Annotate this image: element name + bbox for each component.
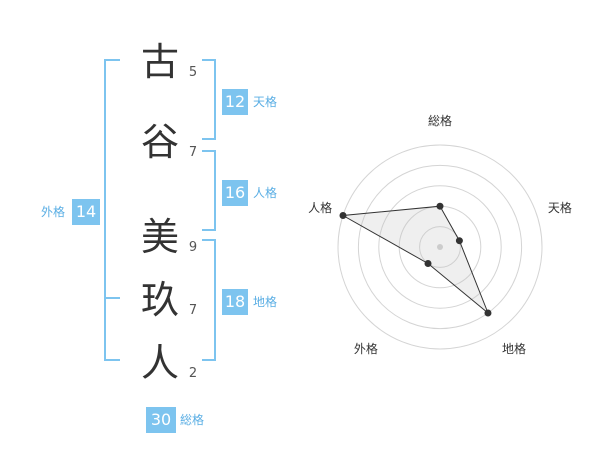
radar-axis-label-1: 総格 bbox=[428, 113, 452, 128]
radar-point-3 bbox=[484, 309, 492, 317]
jinkaku-bracket bbox=[202, 150, 216, 231]
gaikaku-bracket-tick bbox=[104, 297, 120, 299]
name-char-4: 玖 bbox=[140, 278, 179, 322]
soukaku-value-badge: 30 bbox=[146, 407, 176, 433]
tenkaku-value-badge: 12 bbox=[222, 89, 248, 115]
stroke-count-3: 9 bbox=[188, 240, 198, 255]
name-char-2: 谷 bbox=[140, 120, 179, 164]
gaikaku-label: 外格 bbox=[41, 205, 66, 219]
chikaku-bracket bbox=[202, 239, 216, 361]
radar-axis-label-5: 人格 bbox=[308, 200, 332, 215]
name-char-1: 古 bbox=[140, 40, 179, 84]
radar-point-1 bbox=[436, 202, 444, 210]
name-char-5: 人 bbox=[140, 341, 179, 385]
jinkaku-label: 人格 bbox=[253, 186, 278, 200]
jinkaku-value-badge: 16 bbox=[222, 180, 248, 206]
chikaku-label: 地格 bbox=[253, 295, 278, 309]
stroke-count-5: 2 bbox=[188, 366, 198, 381]
radar-axis-label-2: 天格 bbox=[548, 200, 572, 215]
radar-grid-ring-3 bbox=[378, 185, 502, 309]
name-char-3: 美 bbox=[140, 215, 179, 259]
stroke-count-2: 7 bbox=[188, 145, 198, 160]
radar-axis-label-4: 外格 bbox=[354, 341, 378, 356]
radar-grid-ring-1 bbox=[419, 226, 461, 268]
radar-point-2 bbox=[455, 237, 463, 245]
radar-point-4 bbox=[424, 260, 432, 268]
tenkaku-bracket bbox=[202, 59, 216, 140]
radar-grid-ring-4 bbox=[357, 164, 523, 330]
radar-axis-label-3: 地格 bbox=[502, 341, 526, 356]
radar-center-dot bbox=[437, 244, 443, 250]
tenkaku-label: 天格 bbox=[253, 95, 278, 109]
radar-grid-ring-5 bbox=[337, 144, 543, 350]
gaikaku-value-badge: 14 bbox=[72, 199, 100, 225]
gaikaku-bracket bbox=[104, 59, 120, 361]
chikaku-value-badge: 18 bbox=[222, 289, 248, 315]
stroke-count-1: 5 bbox=[188, 65, 198, 80]
stroke-count-4: 7 bbox=[188, 303, 198, 318]
soukaku-label: 総格 bbox=[180, 413, 205, 427]
radar-point-5 bbox=[339, 211, 347, 219]
radar-series-polygon bbox=[341, 205, 489, 314]
